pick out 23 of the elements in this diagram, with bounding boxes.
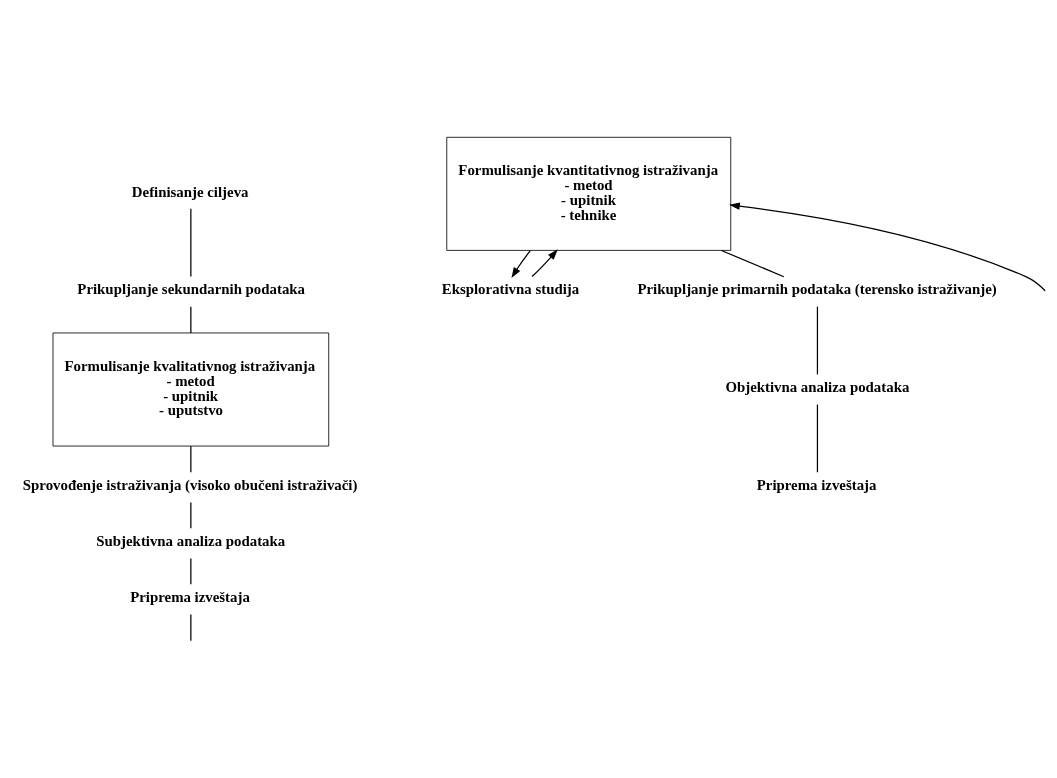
node-text: Priprema izveštaja bbox=[756, 476, 877, 493]
node-text: Eksplorativna studija bbox=[441, 280, 580, 297]
connector bbox=[816, 305, 819, 375]
arrow bbox=[531, 248, 558, 277]
node-text: Subjektivna analiza podataka bbox=[96, 532, 286, 549]
node-text: Definisanje ciljeva bbox=[131, 183, 249, 200]
node-text: Objektivna analiza podataka bbox=[725, 378, 910, 395]
connector bbox=[190, 501, 192, 529]
node-text: Prikupljanje primarnih podataka (terensko istraživanje) bbox=[637, 280, 997, 297]
connector bbox=[816, 403, 819, 473]
node-text: Sprovođenje istraživanja (visoko obučeni istraživači) bbox=[22, 476, 358, 493]
connector bbox=[720, 249, 785, 277]
connector bbox=[190, 445, 192, 473]
node-text: Prikupljanje sekundarnih podataka bbox=[77, 280, 306, 297]
node-text: Priprema izveštaja bbox=[130, 588, 250, 605]
connector bbox=[190, 613, 192, 641]
connector bbox=[190, 305, 192, 333]
arrow bbox=[511, 249, 531, 278]
connector bbox=[190, 557, 192, 585]
node-box: Formulisanje kvantitativnog istraživanja - metod - upitnik - tehnike bbox=[446, 136, 732, 251]
connector bbox=[190, 207, 192, 277]
arrow bbox=[729, 201, 1046, 291]
node-box: Formulisanje kvalitativnog istraživanja - metod - upitnik - uputstvo bbox=[52, 332, 330, 446]
